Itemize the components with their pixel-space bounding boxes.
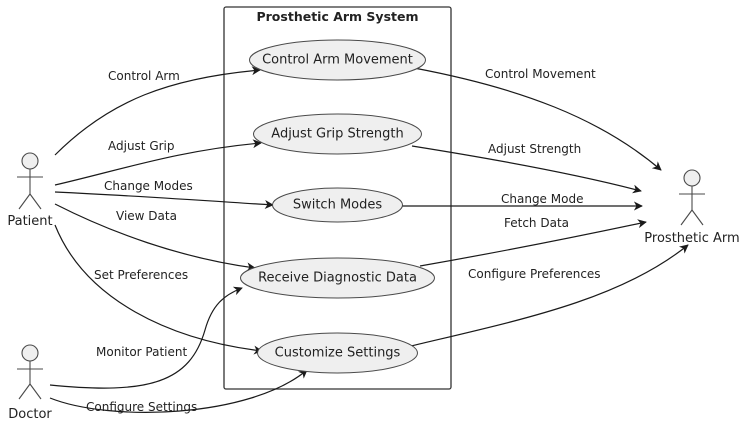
system-title: Prosthetic Arm System <box>256 9 418 24</box>
edge-configure-preferences <box>410 244 689 347</box>
use-case-control-arm-movement[interactable]: Control Arm Movement <box>249 39 426 81</box>
edge-monitor-patient <box>49 286 243 389</box>
edges <box>49 66 689 413</box>
label-configure-preferences: Configure Preferences <box>468 267 601 281</box>
label-fetch-data: Fetch Data <box>504 216 569 230</box>
stick-figure-icon <box>17 152 43 210</box>
actor-name: Patient <box>7 214 52 229</box>
use-case-label: Receive Diagnostic Data <box>258 271 417 286</box>
label-monitor-patient: Monitor Patient <box>96 345 188 359</box>
use-case-customize-settings[interactable]: Customize Settings <box>257 332 418 374</box>
stick-figure-icon <box>679 169 705 226</box>
label-change-mode: Change Mode <box>501 192 583 206</box>
edge-set-preferences <box>54 224 263 355</box>
edge-labels: Control Arm Adjust Grip Change Modes Vie… <box>86 67 601 414</box>
edge-fetch-data <box>419 219 647 267</box>
edge-change-modes <box>54 191 274 209</box>
edge-view-data <box>54 203 256 272</box>
actor-name: Doctor <box>8 407 52 422</box>
use-case-label: Adjust Grip Strength <box>271 127 403 142</box>
label-view-data: View Data <box>116 209 177 223</box>
use-case-label: Customize Settings <box>275 346 401 361</box>
use-case-switch-modes[interactable]: Switch Modes <box>272 187 403 223</box>
actor-name: Prosthetic Arm <box>644 231 739 246</box>
use-case-label: Switch Modes <box>293 198 383 213</box>
actor-prosthetic-arm[interactable]: Prosthetic Arm <box>644 169 740 246</box>
label-adjust-grip: Adjust Grip <box>108 139 175 153</box>
label-control-arm: Control Arm <box>108 69 180 83</box>
label-set-preferences: Set Preferences <box>94 268 188 282</box>
label-configure-settings: Configure Settings <box>86 400 197 414</box>
actor-patient[interactable]: Patient <box>7 152 53 229</box>
stick-figure-icon <box>17 344 43 400</box>
system-boundary: Prosthetic Arm System <box>223 6 452 390</box>
edge-adjust-strength <box>411 145 642 194</box>
use-case-adjust-grip-strength[interactable]: Adjust Grip Strength <box>253 113 422 155</box>
label-change-modes: Change Modes <box>104 179 193 193</box>
actor-doctor[interactable]: Doctor <box>8 344 52 422</box>
edge-configure-settings <box>49 369 308 413</box>
use-case-receive-diagnostic-data[interactable]: Receive Diagnostic Data <box>240 257 435 299</box>
edge-control-movement <box>413 67 662 171</box>
edge-control-arm <box>54 66 261 156</box>
use-case-label: Control Arm Movement <box>262 53 413 68</box>
label-control-movement: Control Movement <box>485 67 596 81</box>
label-adjust-strength: Adjust Strength <box>488 142 581 156</box>
edge-adjust-grip <box>54 139 262 186</box>
